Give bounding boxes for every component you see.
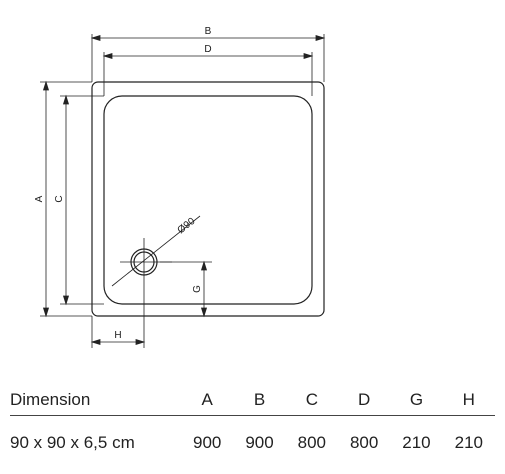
header-a: A xyxy=(201,390,213,409)
dim-label-b: B xyxy=(205,26,212,37)
header-dimension: Dimension xyxy=(10,390,91,409)
dim-label-a: A xyxy=(34,195,45,202)
table-row: 90 x 90 x 6,5 cm 900 900 800 800 210 210 xyxy=(10,416,495,467)
dim-label-c: C xyxy=(54,195,65,202)
shower-tray-drawing: B D A C G H Ø90 xyxy=(34,26,326,348)
header-d: D xyxy=(358,390,371,409)
header-g: G xyxy=(409,390,424,409)
dim-label-d: D xyxy=(204,44,211,55)
cell-size: 90 x 90 x 6,5 cm xyxy=(10,433,135,452)
header-b: B xyxy=(253,390,266,409)
cell-g: 210 xyxy=(402,433,431,452)
dimension-table-header-row: Dimension A B C D G H xyxy=(10,385,495,416)
cell-c: 800 xyxy=(297,433,327,452)
drain-diameter-label: Ø90 xyxy=(176,216,198,237)
header-h: H xyxy=(462,390,475,409)
cell-d: 800 xyxy=(349,433,379,452)
dimension-table: Dimension A B C D G H 90 x 90 x 6,5 cm 9… xyxy=(10,385,495,466)
cell-a: 900 xyxy=(193,433,222,452)
dim-label-g: G xyxy=(192,285,203,293)
header-c: C xyxy=(305,390,318,409)
dim-label-h: H xyxy=(114,330,121,341)
tray-inner-basin xyxy=(103,95,313,305)
cell-b: 900 xyxy=(245,433,274,452)
cell-h: 210 xyxy=(454,433,483,452)
tray-outer-outline xyxy=(91,81,325,317)
